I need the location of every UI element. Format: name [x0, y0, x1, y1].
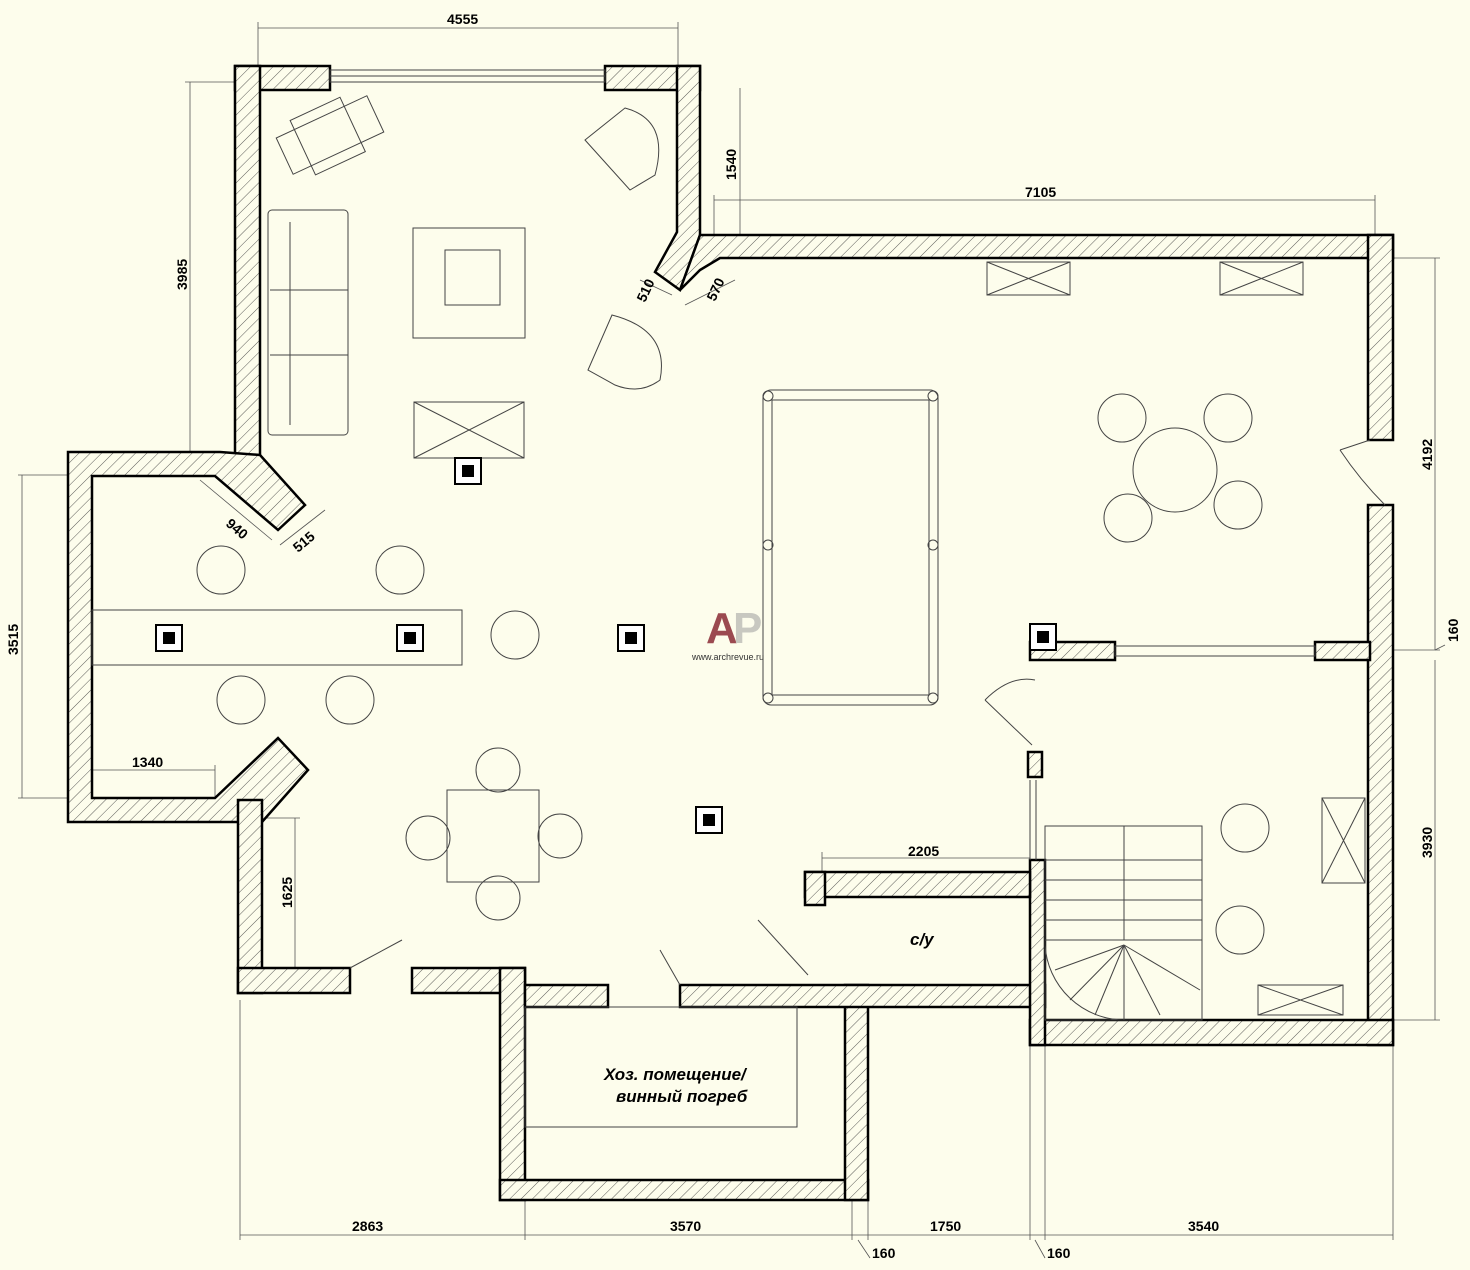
walls [66, 64, 1395, 1202]
dim-label: 1750 [930, 1218, 961, 1234]
dim-label: 3570 [670, 1218, 701, 1234]
dim-label: 2205 [908, 843, 939, 859]
room-label-storage-2: винный погреб [616, 1087, 748, 1106]
svg-text:P: P [733, 604, 762, 653]
dim-label: 570 [703, 275, 727, 303]
watermark-url: www.archrevue.ru [691, 652, 764, 662]
room-label-wc: с/у [910, 930, 935, 949]
dim-label: 160 [1047, 1245, 1071, 1261]
columns [155, 457, 1057, 834]
dim-label: 515 [290, 528, 318, 555]
furniture [91, 95, 1366, 1128]
dim-label: 160 [1445, 618, 1461, 642]
openings [329, 69, 1386, 986]
dim-label: 3985 [174, 259, 190, 290]
dim-label: 1540 [723, 149, 739, 180]
dim-label: 510 [633, 276, 657, 304]
dim-label: 3515 [5, 624, 21, 655]
dim-label: 2863 [352, 1218, 383, 1234]
dim-label: 7105 [1025, 184, 1056, 200]
watermark-logo: A P www.archrevue.ru [691, 604, 764, 662]
dim-label: 160 [872, 1245, 896, 1261]
dim-label: 4555 [447, 11, 478, 27]
staircase [1044, 825, 1203, 1021]
dim-label: 1340 [132, 754, 163, 770]
dimension-lines [18, 22, 1446, 1259]
room-label-storage-1: Хоз. помещение/ [603, 1065, 748, 1084]
dim-label: 3540 [1188, 1218, 1219, 1234]
dim-label: 3930 [1419, 827, 1435, 858]
dim-label: 1625 [279, 877, 295, 908]
dim-label: 4192 [1419, 439, 1435, 470]
svg-text:A: A [706, 604, 738, 653]
